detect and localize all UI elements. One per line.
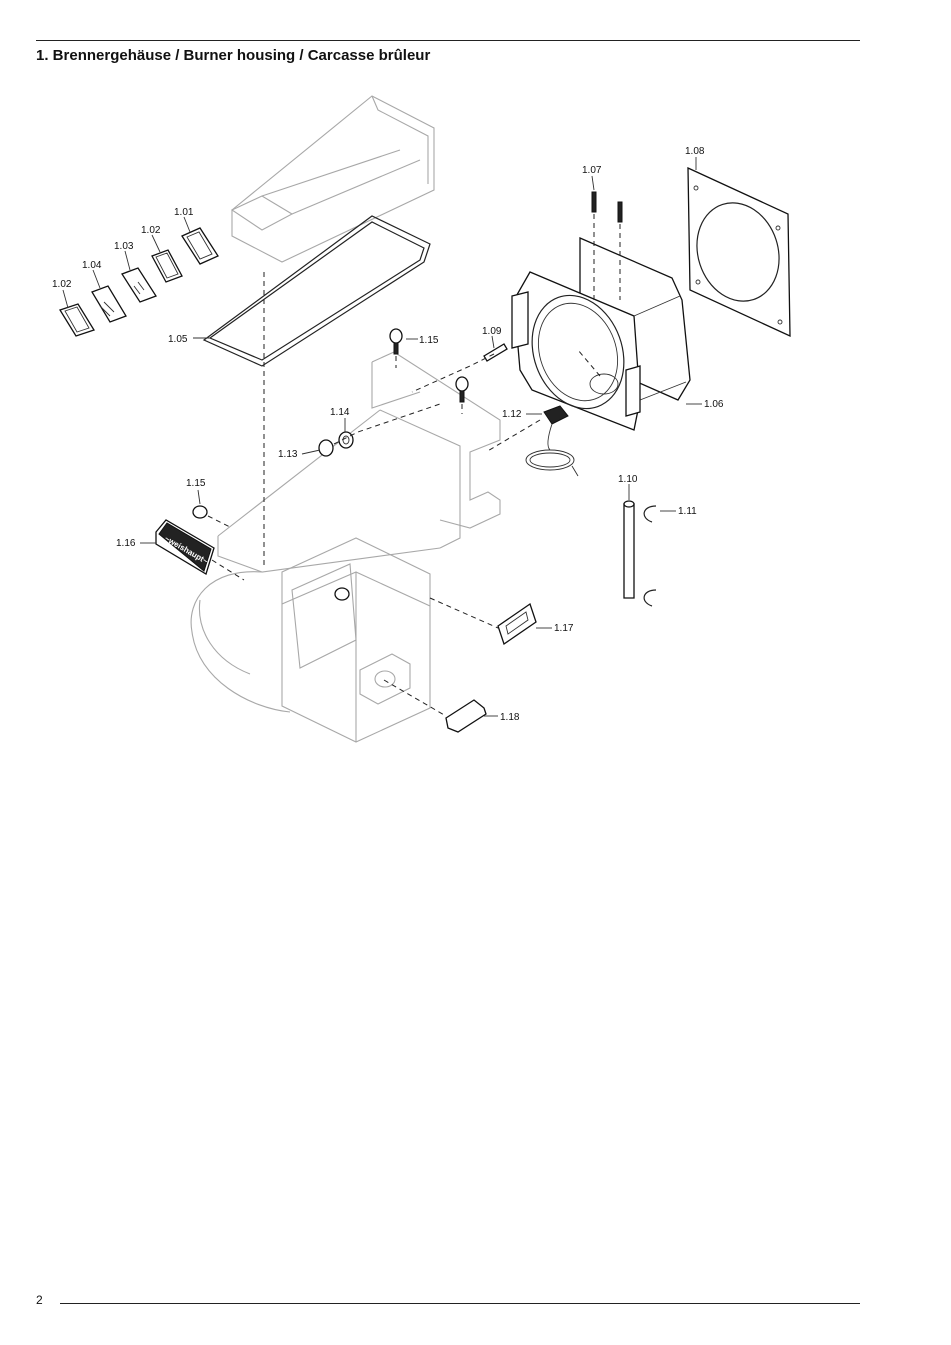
part-label-1-02-lower: 1.02	[52, 279, 72, 290]
part-label-1-08: 1.08	[685, 146, 705, 157]
blind-cover	[445, 699, 487, 733]
page-number: 2	[36, 1293, 43, 1307]
nameplate: ~weishaupt~	[155, 519, 215, 575]
circlips	[643, 505, 657, 607]
housing-gasket	[202, 215, 431, 367]
part-label-1-18: 1.18	[500, 712, 520, 723]
part-label-1-17: 1.17	[554, 623, 574, 634]
part-label-1-13: 1.13	[278, 449, 298, 460]
part-label-1-16: 1.16	[116, 538, 136, 549]
lifting-eye-bolts	[192, 328, 469, 601]
burner-housing-ghost	[190, 95, 501, 743]
part-label-1-06: 1.06	[704, 399, 724, 410]
assembly-lines	[207, 272, 601, 717]
header-rule	[36, 40, 860, 41]
leader-lines	[62, 157, 702, 717]
part-label-1-11: 1.11	[678, 506, 697, 517]
hinge-pin-short	[483, 343, 508, 362]
sealing-plug	[318, 439, 334, 457]
part-label-1-04: 1.04	[82, 260, 102, 271]
inspection-window-frame	[181, 227, 219, 265]
part-label-1-07: 1.07	[582, 165, 602, 176]
sealing-washer	[338, 431, 354, 449]
air-pressure-sensor	[525, 405, 579, 477]
flange-gasket	[687, 166, 791, 338]
part-label-1-12: 1.12	[502, 409, 522, 420]
window-gasket-lower	[59, 303, 95, 337]
part-label-1-10: 1.10	[618, 474, 638, 485]
page-title: 1. Brennergehäuse / Burner housing / Car…	[36, 47, 431, 64]
part-label-1-09: 1.09	[482, 326, 502, 337]
window-glass	[121, 267, 157, 303]
part-labels: 1.01 1.02 1.03 1.04 1.02 1.05 1.06 1.07 …	[52, 146, 724, 723]
footer-rule	[60, 1303, 860, 1304]
burner-flange	[511, 237, 691, 431]
part-label-1-05: 1.05	[168, 334, 188, 345]
part-label-1-14: 1.14	[330, 407, 350, 418]
part-label-1-15-lower: 1.15	[186, 478, 206, 489]
part-label-1-03: 1.03	[114, 241, 134, 252]
hinge-shaft	[623, 500, 635, 599]
window-clear-plate	[91, 285, 127, 323]
cover-plate	[497, 602, 537, 646]
flange-bolts	[591, 191, 623, 300]
part-label-1-15-upper: 1.15	[419, 335, 439, 346]
part-label-1-02-upper: 1.02	[141, 225, 161, 236]
part-label-1-01: 1.01	[174, 207, 194, 218]
window-gasket-upper	[151, 249, 183, 283]
